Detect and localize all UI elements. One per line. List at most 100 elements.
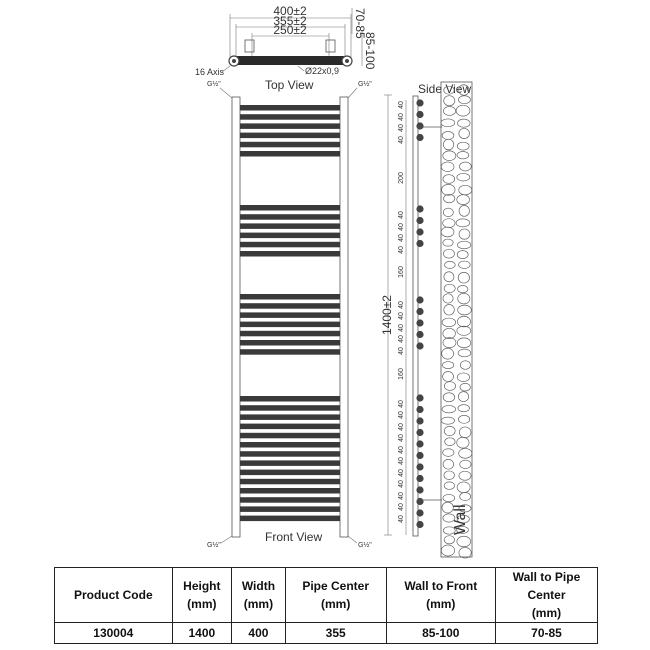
wall-stone <box>457 240 472 250</box>
wall-stone <box>441 501 454 514</box>
wall-stone <box>458 415 471 424</box>
spacing-label: 40 <box>398 515 405 523</box>
wall-stone <box>456 514 470 524</box>
towel-rail <box>240 330 340 337</box>
rail-end-dot <box>416 296 424 304</box>
table-cell-0: 130004 <box>54 622 173 644</box>
table-header-line: Product Code <box>73 588 153 602</box>
table-header-line: (mm) <box>531 606 562 620</box>
table-header-3: Pipe Center (mm) <box>284 567 387 623</box>
wall-stone <box>443 106 456 116</box>
rail-end-dot <box>416 497 424 506</box>
wall-stone <box>443 248 455 259</box>
towel-rail <box>240 469 340 476</box>
towel-rail <box>240 414 340 420</box>
rail-end-dot <box>416 486 424 494</box>
wall-stone <box>442 207 454 217</box>
towel-rail <box>240 460 340 466</box>
rail-end-dot <box>416 451 424 460</box>
spacing-label: 40 <box>398 324 405 332</box>
towel-rail <box>240 151 340 157</box>
table-cell-4: 85-100 <box>385 622 496 644</box>
front-view-title: Front View <box>265 530 322 544</box>
table-header-2: Width(mm) <box>231 567 286 623</box>
wall-stone <box>441 405 457 414</box>
towel-rail <box>240 241 340 248</box>
wall-stone <box>440 544 456 557</box>
wall-stone <box>442 448 455 457</box>
wall-stone <box>457 292 471 305</box>
wall-stone <box>455 104 471 117</box>
wall-stone <box>443 85 455 95</box>
table-header-0: Product Code <box>54 567 173 623</box>
spacing-label: 40 <box>398 301 405 309</box>
wall-stone <box>442 218 456 228</box>
towel-rail <box>240 223 340 229</box>
towel-rail <box>240 105 340 111</box>
wall-stone <box>440 161 455 172</box>
wall-stone <box>458 84 470 96</box>
table-header-1: Height(mm) <box>171 567 233 623</box>
towel-rail <box>240 442 340 448</box>
wall-stone <box>458 470 472 481</box>
axis-note: 16 Axis <box>195 67 225 77</box>
towel-rail <box>240 232 340 239</box>
wall-stone <box>442 371 454 382</box>
dim-pipe-center: 355±2 <box>273 14 307 28</box>
table-header-line: (mm) <box>321 597 351 611</box>
dim-inner-width: 250±2 <box>273 23 307 37</box>
rail-end-dot <box>416 239 424 248</box>
wall-stone <box>457 348 472 358</box>
towel-rail <box>240 423 340 430</box>
wall-stone <box>458 504 472 513</box>
wall-stone <box>443 138 455 151</box>
towel-rail <box>240 303 340 309</box>
towel-rail <box>240 294 340 300</box>
spacing-label: 40 <box>398 223 405 231</box>
spacing-labels: 4040404020040404040160404040404016040404… <box>398 101 405 523</box>
spacing-label: 40 <box>398 480 405 488</box>
wall-stone <box>442 392 456 403</box>
rail-end-dot <box>416 216 424 225</box>
wall-stone <box>458 448 473 459</box>
wall-stone <box>442 526 456 535</box>
wall-stone <box>457 285 469 294</box>
wall-stone <box>443 470 455 480</box>
front-view: G½" G½" G½" G½" Front View <box>207 80 372 549</box>
valve-label-top-left: G½" <box>207 80 221 88</box>
towel-rail <box>240 405 340 411</box>
rail-end-dot <box>416 228 424 236</box>
spacing-label: 40 <box>398 411 405 419</box>
towel-rail <box>240 451 340 457</box>
wall-stone <box>456 337 472 349</box>
spacing-label: 40 <box>398 136 405 144</box>
towel-rail <box>240 114 340 120</box>
wall-stone <box>442 327 456 339</box>
rail-end-dot <box>416 463 424 471</box>
wall-stone <box>458 128 470 139</box>
rail-end-dot <box>416 205 424 213</box>
dim-overall-width: 400±2 <box>273 4 307 18</box>
towel-rail <box>240 312 340 318</box>
wall-stone <box>458 547 472 559</box>
wall-stone <box>456 372 470 382</box>
wall-stone <box>443 425 456 437</box>
rail-end-dot <box>416 110 424 119</box>
spacing-label: 40 <box>398 347 405 355</box>
rail-end-dot <box>416 133 424 142</box>
valve-label-top-right: G½" <box>358 80 372 88</box>
wall-stone <box>458 204 470 217</box>
dim-wall-to-pipe: 70-85 <box>353 8 367 39</box>
wall-stone <box>443 271 455 283</box>
wall-stone <box>458 228 471 240</box>
wall-stone <box>459 360 471 370</box>
rail-end-dot <box>416 330 424 339</box>
table-header-line: Pipe Center <box>302 579 370 593</box>
spacing-label: 40 <box>398 492 405 500</box>
side-view-title: Side View <box>418 82 471 96</box>
rail-end-dot <box>416 417 424 425</box>
wall-stone <box>456 526 469 534</box>
